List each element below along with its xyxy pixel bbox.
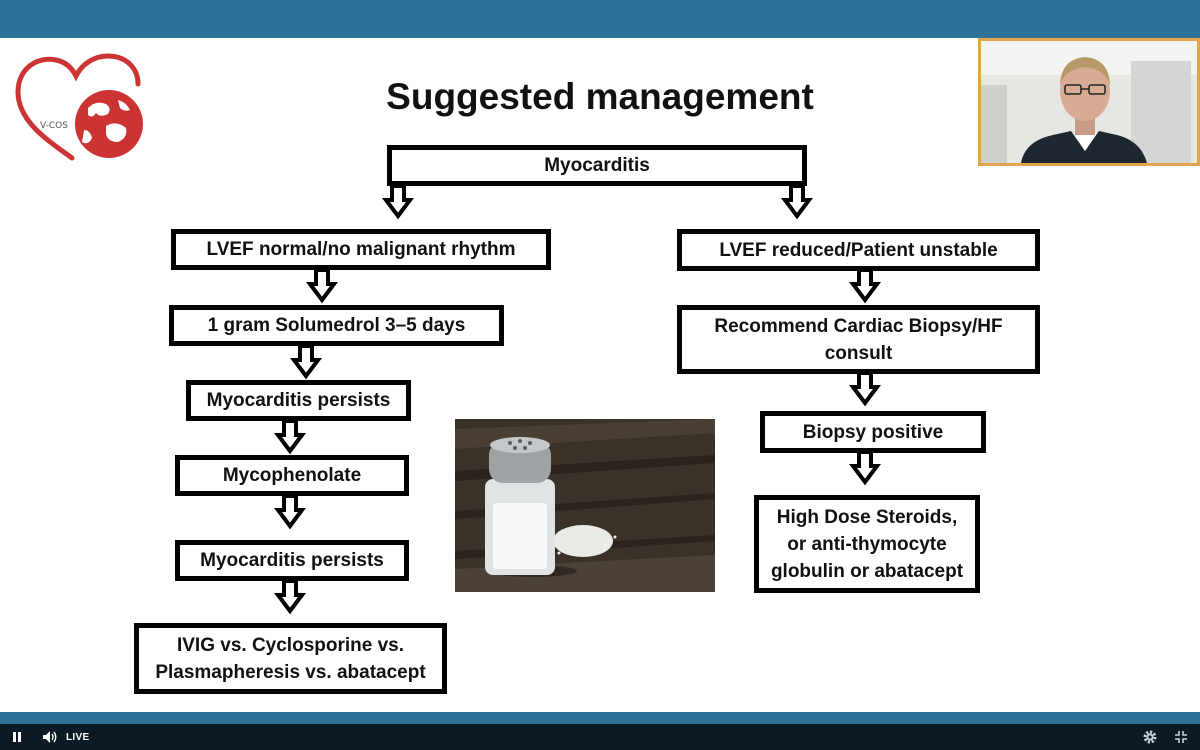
flow-box-myocarditis-persists-1: Myocarditis persists <box>186 380 411 421</box>
flow-box-myocarditis-persists-2: Myocarditis persists <box>175 540 409 581</box>
flow-box-biopsy-positive: Biopsy positive <box>760 411 986 453</box>
slide-title: Suggested management <box>386 76 814 117</box>
volume-button[interactable] <box>42 729 58 745</box>
live-label: LIVE <box>66 731 90 743</box>
v-cos-logo: V-COS <box>10 50 150 162</box>
flow-box-lvef-normal: LVEF normal/no malignant rhythm <box>171 229 551 270</box>
pause-button[interactable] <box>10 729 24 745</box>
presenter-webcam <box>978 38 1200 166</box>
flow-box-ivig-options: IVIG vs. Cyclosporine vs. Plasmapheresis… <box>134 623 447 694</box>
gear-icon <box>1143 730 1157 744</box>
pause-icon <box>13 732 21 742</box>
flow-box-mycophenolate: Mycophenolate <box>175 455 409 496</box>
flow-box-myocarditis: Myocarditis <box>387 145 807 186</box>
flow-box-cardiac-biopsy: Recommend Cardiac Biopsy/HF consult <box>677 305 1040 374</box>
player-controls: LIVE <box>0 724 1200 750</box>
flow-box-solumedrol: 1 gram Solumedrol 3–5 days <box>169 305 504 346</box>
flow-box-lvef-reduced: LVEF reduced/Patient unstable <box>677 229 1040 271</box>
exit-fullscreen-icon <box>1175 731 1187 743</box>
salt-shaker-photo <box>455 419 715 592</box>
exit-fullscreen-button[interactable] <box>1174 729 1188 745</box>
volume-icon <box>43 731 57 743</box>
settings-button[interactable] <box>1142 729 1158 745</box>
player-top-bar <box>0 0 1200 38</box>
live-indicator[interactable]: LIVE <box>66 729 89 745</box>
logo-text: V-COS <box>40 121 68 131</box>
flow-box-high-dose-steroids: High Dose Steroids, or anti-thymocyte gl… <box>754 495 980 593</box>
